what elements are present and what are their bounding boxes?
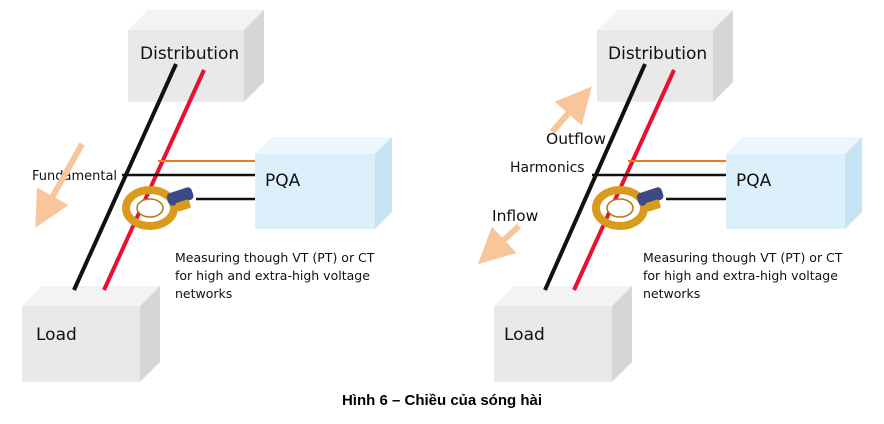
distribution-label: Distribution bbox=[140, 44, 239, 64]
note-line-2: for high and extra-high voltage bbox=[175, 268, 370, 283]
right-panel: Distribution PQA Load bbox=[477, 10, 862, 382]
distribution-box: Distribution bbox=[128, 10, 264, 102]
note-line-3: networks bbox=[175, 286, 232, 301]
note-line-1: Measuring though VT (PT) or CT bbox=[175, 250, 375, 265]
pqa-box: PQA bbox=[255, 137, 392, 229]
load-box: Load bbox=[494, 286, 632, 382]
phase-conductor bbox=[102, 69, 206, 291]
pqa-label: PQA bbox=[736, 171, 772, 191]
distribution-label: Distribution bbox=[608, 44, 707, 64]
outflow-arrow-icon bbox=[549, 86, 592, 134]
current-clamp-icon bbox=[122, 186, 194, 230]
outflow-label: Outflow bbox=[546, 130, 606, 148]
note-line-1: Measuring though VT (PT) or CT bbox=[643, 250, 843, 265]
pqa-label: PQA bbox=[265, 171, 301, 191]
figure-caption: Hình 6 – Chiều của sóng hài bbox=[341, 392, 543, 409]
note-line-2: for high and extra-high voltage bbox=[643, 268, 838, 283]
load-box: Load bbox=[22, 286, 160, 382]
load-label: Load bbox=[36, 325, 77, 345]
note-line-3: networks bbox=[643, 286, 700, 301]
fundamental-arrow-icon bbox=[35, 142, 85, 228]
fundamental-label: Fundamental bbox=[32, 169, 117, 184]
left-panel: Distribution PQA Load bbox=[22, 10, 392, 382]
inflow-arrow-icon bbox=[477, 223, 522, 265]
phase-conductor bbox=[572, 69, 676, 291]
distribution-box: Distribution bbox=[597, 10, 733, 102]
neutral-conductor bbox=[543, 63, 647, 291]
current-clamp-icon bbox=[592, 186, 664, 230]
harmonics-label: Harmonics bbox=[510, 160, 585, 176]
pqa-box: PQA bbox=[726, 137, 862, 229]
inflow-label: Inflow bbox=[492, 207, 539, 225]
load-label: Load bbox=[504, 325, 545, 345]
neutral-conductor bbox=[72, 63, 178, 291]
